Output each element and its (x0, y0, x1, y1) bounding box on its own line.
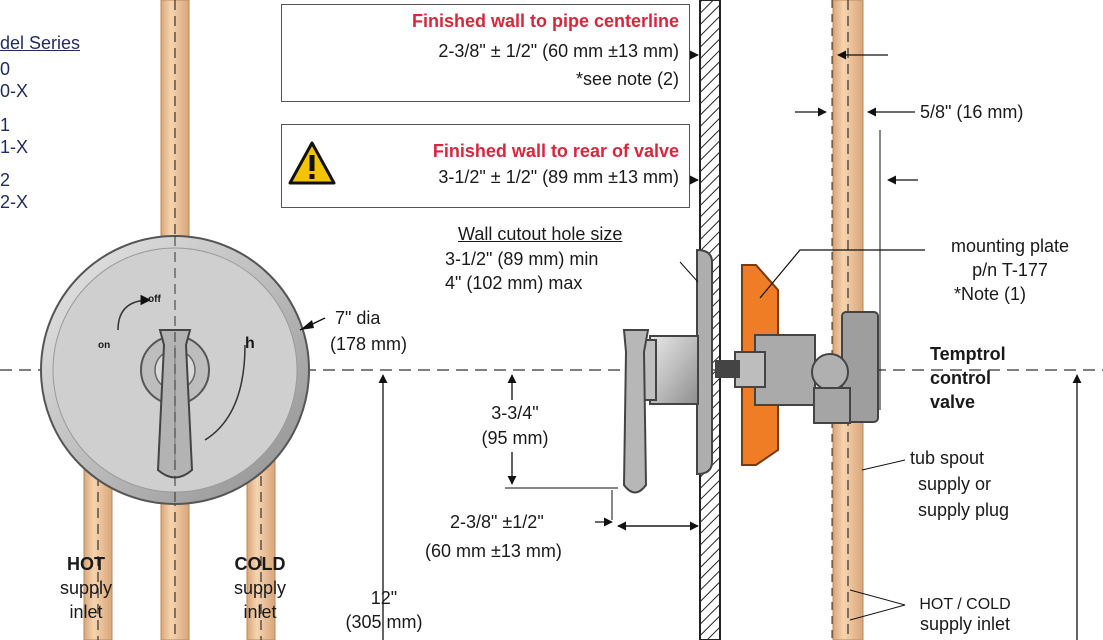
model-series-item: 2-X (0, 192, 29, 212)
model-series-item: 1 (0, 115, 11, 135)
temptrol-label-2: control (930, 368, 991, 388)
rear-callout-dimension: 3-1/2" ± 1/2" (89 mm ±13 mm) (438, 167, 679, 187)
height-label: 3-3/4" (491, 403, 539, 423)
cold-label: COLD (234, 554, 286, 574)
depth-label: 2-3/8" ±1/2" (450, 512, 544, 532)
trim-off-marking: off (148, 294, 161, 305)
wall-cutout-title: Wall cutout hole size (458, 224, 623, 244)
hot-label-3: inlet (69, 602, 103, 622)
tub-spout-label: tub spout (910, 448, 985, 468)
centerline-callout: Finished wall to pipe centerline 2-3/8" … (281, 4, 690, 102)
pipe-od-label: 5/8" (16 mm) (920, 102, 1024, 122)
model-series-item: 0 (0, 59, 11, 79)
rear-of-valve-callout: Finished wall to rear of valve 3-1/2" ± … (281, 124, 690, 208)
centerline-callout-title: Finished wall to pipe centerline (411, 11, 679, 31)
cold-label-2: supply (233, 578, 287, 598)
rear-callout-title: Finished wall to rear of valve (432, 141, 679, 161)
model-series-item: 1-X (0, 137, 29, 157)
hot-label-2: supply (59, 578, 113, 598)
centerline-callout-dimension: 2-3/8" ± 1/2" (60 mm ±13 mm) (438, 41, 679, 61)
mounting-plate-note: *Note (1) (953, 284, 1027, 304)
mounting-plate-part: p/n T-177 (972, 260, 1048, 280)
side-lever-handle (622, 329, 650, 494)
trim-on-marking: on (98, 340, 111, 351)
height-label-mm: (95 mm) (481, 428, 549, 448)
hot-cold-inlet-label: HOT / COLD (919, 596, 1011, 613)
trim-hot-marking: h (245, 335, 255, 352)
centerline-callout-note: *see note (2) (575, 69, 679, 89)
mounting-plate-label: mounting plate (950, 236, 1070, 256)
model-series-item: 2 (0, 170, 11, 190)
depth-label-mm: (60 mm ±13 mm) (425, 541, 562, 561)
side-trim-plate (696, 248, 713, 476)
temptrol-label-3: valve (930, 392, 976, 412)
wall-cutout-min: 3-1/2" (89 mm) min (445, 249, 599, 269)
model-series-item: 0-X (0, 81, 29, 101)
diameter-label: 7" dia (335, 308, 381, 328)
tub-spout-label-2: supply or (918, 474, 992, 494)
model-series-heading: del Series (0, 33, 81, 53)
cold-label-3: inlet (243, 602, 277, 622)
tub-spout-label-3: supply plug (918, 500, 1010, 520)
temptrol-label: Temptrol (930, 344, 1006, 364)
wall-cutout-max: 4" (102 mm) max (445, 273, 583, 293)
rough-in-label-mm: (305 mm) (345, 612, 423, 632)
hot-label: HOT (67, 554, 105, 574)
warning-triangle-icon (288, 141, 336, 185)
diameter-label-mm: (178 mm) (330, 334, 408, 354)
rough-in-label: 12" (370, 588, 398, 608)
hot-cold-inlet-label-2: supply inlet (919, 614, 1011, 634)
